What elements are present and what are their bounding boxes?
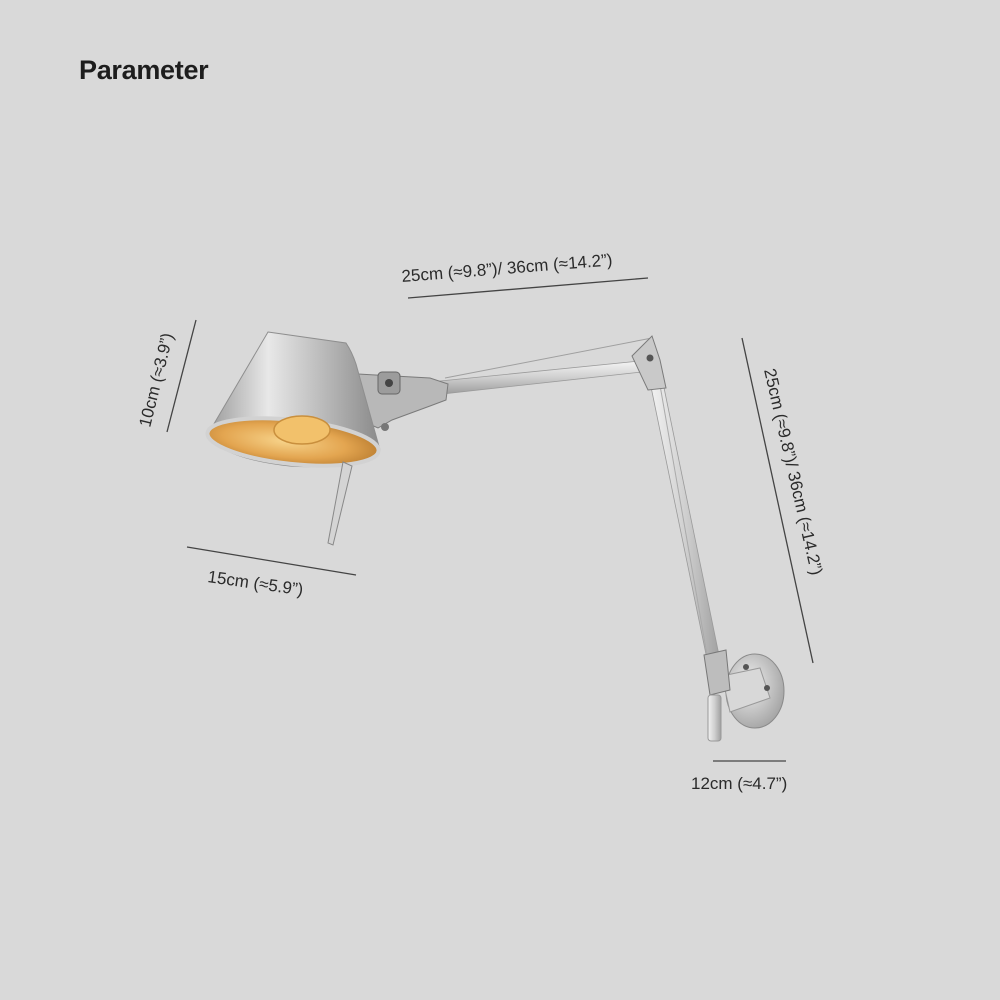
lamp-illustration [205, 331, 785, 742]
dimension-lines [166, 277, 814, 762]
dim-label-base-width: 12cm (≈4.7”) [691, 774, 787, 793]
dim-line-shade-width [186, 546, 357, 576]
wall-bracket [721, 667, 771, 713]
dim-line-shade-height [166, 319, 197, 433]
dim-line-arm-top [407, 277, 649, 299]
dim-line-arm-vertical [741, 337, 814, 664]
upper-arm [439, 360, 643, 395]
handle-stub [707, 694, 722, 742]
dim-label-shade-height: 10cm (≈3.9”) [135, 331, 177, 429]
lower-arm [649, 377, 721, 665]
dim-label-arm-vertical: 25cm (≈9.8”)/ 36cm (≈14.2”) [760, 367, 826, 577]
dim-label-shade-width: 15cm (≈5.9”) [206, 567, 304, 599]
dim-label-arm-top: 25cm (≈9.8”)/ 36cm (≈14.2”) [401, 250, 613, 286]
bulb [273, 415, 331, 445]
page-title: Parameter [79, 55, 209, 85]
pull-rod [327, 461, 353, 546]
